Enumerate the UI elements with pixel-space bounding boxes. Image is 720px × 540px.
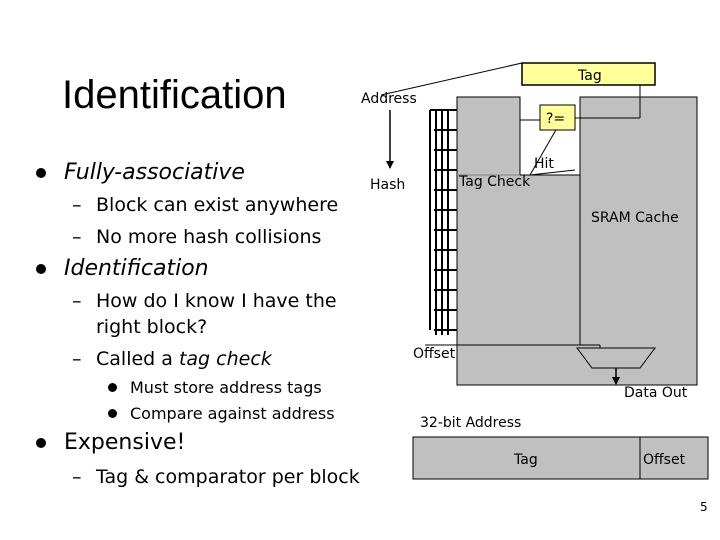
hit-wire [529, 169, 576, 176]
subbullet-text: Called a tag check [96, 346, 272, 372]
page-number: 5 [700, 500, 708, 514]
bullet-dot [108, 409, 117, 418]
subsubbullet-text: Compare against address [130, 404, 335, 423]
tag-field-box [521, 62, 656, 86]
hash-wordlines [429, 109, 457, 331]
subsubbullet-text: Must store address tags [130, 378, 322, 397]
bullet-identification: Identification [36, 255, 209, 283]
subbullet-text: No more hash collisions [96, 226, 322, 248]
subbullet-text: Tag & comparator per block [96, 466, 360, 488]
comparator-label: ?= [546, 111, 565, 127]
dash-marker: – [72, 290, 82, 312]
hit-label: Hit [534, 156, 554, 172]
bullet-dot [36, 438, 46, 448]
tag-check-label: Tag Check [458, 174, 531, 190]
tag-array-upper [456, 96, 521, 176]
address-offset-label: Offset [643, 452, 686, 468]
bullet-text: Expensive! [64, 430, 186, 455]
sram-cache-label: SRAM Cache [591, 210, 679, 226]
address-tag-label: Tag [513, 452, 538, 468]
tag-label: Tag [577, 68, 602, 84]
subbullet-anywhere: – Block can exist anywhere [72, 192, 338, 218]
tag-check-wire [529, 127, 558, 176]
subbullet-text: How do I know I have the right block? [96, 288, 337, 340]
subbullet-prefix: Called a [96, 348, 179, 370]
address-field-box [412, 436, 709, 480]
subbullet-no-collisions: – No more hash collisions [72, 224, 321, 250]
hash-label: Hash [370, 177, 405, 193]
subbullet-emphasis: tag check [178, 348, 272, 370]
subbullet-how-do-i-know: – How do I know I have the right block? [72, 288, 337, 340]
dash-marker: – [72, 348, 82, 370]
bullet-fully-associative: Fully-associative [36, 159, 245, 187]
address-bits-label: 32-bit Address [420, 415, 521, 431]
subsubbullet-compare: Compare against address [108, 403, 335, 425]
data-out-label: Data Out [624, 385, 688, 401]
bullet-text: Fully-associative [64, 160, 245, 185]
bullet-dot [36, 264, 46, 274]
subbullet-text: Block can exist anywhere [96, 194, 339, 216]
dash-marker: – [72, 466, 82, 488]
comparator-box [539, 104, 576, 131]
hash-wordline-verticals [435, 110, 449, 335]
bullet-dot [108, 383, 117, 392]
dash-marker: – [72, 226, 82, 248]
subbullet-tag-comparator: – Tag & comparator per block [72, 464, 360, 490]
offset-label: Offset [413, 346, 456, 362]
bullet-text: Identification [64, 256, 209, 281]
bullet-expensive: Expensive! [36, 429, 185, 457]
address-label: Address [361, 91, 417, 107]
tag-callout-line [380, 62, 523, 96]
slide-title: Identification [62, 73, 287, 117]
subsubbullet-store-tags: Must store address tags [108, 377, 322, 399]
subbullet-tag-check: – Called a tag check [72, 346, 272, 372]
subbullet-line: How do I know I have the [96, 290, 337, 312]
bullet-dot [36, 168, 46, 178]
subbullet-line: right block? [96, 316, 208, 338]
dash-marker: – [72, 194, 82, 216]
offset-mux [576, 347, 656, 369]
